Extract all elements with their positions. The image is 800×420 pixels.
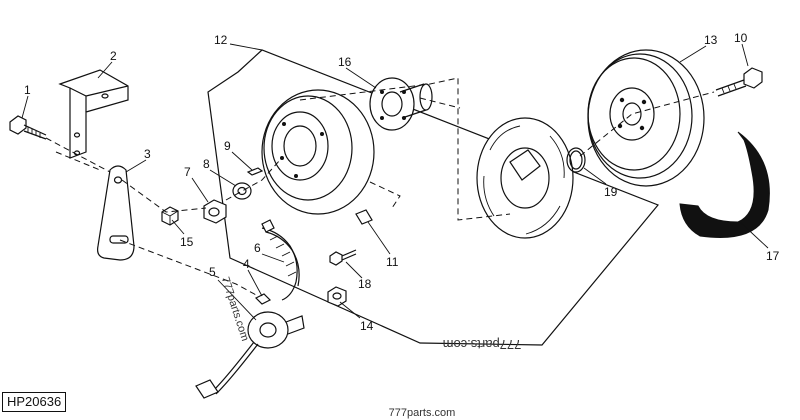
watermark-rotated-center: 777parts.com (443, 337, 522, 352)
callout-19: 19 (604, 185, 618, 199)
retaining-ring-part-19[interactable] (566, 147, 586, 173)
clip-part-4[interactable] (254, 293, 272, 305)
callout-5: 5 (209, 265, 216, 279)
callout-15: 15 (180, 235, 194, 249)
callout-11: 11 (386, 255, 399, 269)
figure-reference-label: HP20636 (2, 392, 67, 412)
watermark-bottom: 777parts.com (389, 407, 456, 419)
bolt-part-1[interactable] (9, 115, 47, 140)
washer-part-8[interactable] (232, 182, 252, 200)
callout-13: 13 (704, 33, 718, 47)
screw-part-18[interactable] (329, 249, 357, 266)
nut-part-14[interactable] (327, 286, 347, 307)
key-part-9[interactable] (246, 167, 264, 176)
bracket-part-2[interactable] (58, 69, 129, 159)
belt-part-17[interactable] (679, 131, 770, 239)
callout-12: 12 (214, 33, 228, 47)
callout-labels: 1 2 3 4 5 6 7 8 9 10 11 12 13 14 15 16 1… (24, 31, 780, 333)
callout-16: 16 (338, 55, 352, 69)
assembly-outline (207, 49, 659, 346)
callout-7: 7 (184, 165, 191, 179)
leader-lines (21, 43, 769, 321)
callout-10: 10 (734, 31, 748, 45)
callout-14: 14 (360, 319, 374, 333)
plate-part-3[interactable] (97, 165, 135, 261)
bolt-part-10[interactable] (715, 67, 763, 97)
sensor-part-5[interactable] (195, 311, 305, 399)
callout-1: 1 (24, 83, 31, 97)
wire-harness-part-6[interactable] (261, 219, 300, 301)
clip-part-11[interactable] (355, 209, 373, 225)
callout-18: 18 (358, 277, 372, 291)
callout-4: 4 (243, 257, 250, 271)
hub-part-16[interactable] (369, 77, 433, 131)
nut-part-15[interactable] (161, 206, 179, 226)
callout-17: 17 (766, 249, 780, 263)
clutch-field-housing[interactable] (261, 89, 375, 215)
callout-2: 2 (110, 49, 117, 63)
nut-part-7[interactable] (203, 199, 227, 224)
callout-8: 8 (203, 157, 210, 171)
callout-3: 3 (144, 147, 151, 161)
callout-9: 9 (224, 139, 231, 153)
assembly-lines (45, 77, 715, 297)
pulley-part-13[interactable] (587, 49, 705, 187)
brake-plate[interactable] (476, 117, 574, 239)
callout-6: 6 (254, 241, 261, 255)
